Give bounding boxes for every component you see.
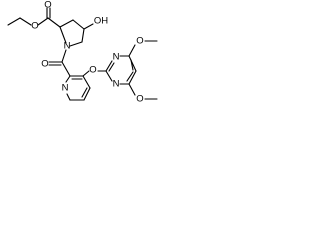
atom-pyrimidine-n1: N (113, 52, 120, 63)
bond-pm-c5-c4 (128, 70, 137, 85)
bond-n-amide-c (61, 49, 67, 63)
bond-c4-oh (83, 23, 94, 30)
bond-ring-c4-c5 (81, 28, 85, 43)
atom-methoxy-o-bottom: O (136, 94, 143, 105)
chemical-structure-diagram: O O OH N O O N N N O O (7, 0, 158, 105)
bond-pm-inner-1 (108, 62, 115, 72)
bond-pm-to-methoxy-top (128, 44, 136, 57)
bond-py-inner-2 (81, 87, 88, 98)
bond-py-n-c2 (65, 75, 71, 83)
bond-py-c4-c5 (83, 87, 91, 101)
bond-ethyl-2 (19, 17, 32, 26)
bond-ring-c2-c3 (59, 19, 74, 28)
atom-pyridine-n: N (62, 83, 69, 94)
atom-methoxy-o-top: O (136, 36, 143, 47)
bond-pm-c2-n1 (105, 60, 113, 72)
atom-pyrrolidine-n: N (64, 41, 71, 52)
bond-py-to-ether-o (82, 70, 90, 77)
bond-ring-c5-n (69, 41, 83, 47)
bond-amide-to-pyridine (61, 61, 71, 77)
bond-ester-to-ring (47, 17, 61, 28)
bond-pm-c6-c5 (128, 55, 137, 72)
atom-labels: O O OH N O O N N N O O (31, 0, 143, 105)
atom-amide-o: O (41, 59, 48, 70)
bond-py-c6-n (66, 93, 71, 101)
atom-pyrimidine-n2: N (113, 79, 120, 90)
atom-hydroxyl: OH (94, 16, 108, 27)
atom-ester-carbonyl-o: O (44, 0, 51, 11)
bond-ester-o-c (37, 17, 49, 26)
bond-py-c3-c4 (82, 75, 91, 89)
atom-ether-o: O (89, 65, 96, 76)
bond-pm-inner-3 (126, 71, 134, 82)
bond-pm-n3-c2 (105, 70, 113, 82)
bonds (7, 7, 158, 101)
bond-pm-to-methoxy-bottom (128, 83, 136, 96)
bond-ethyl-1 (7, 17, 21, 26)
atom-ester-o: O (31, 21, 38, 32)
bond-ring-n-c2 (59, 26, 67, 44)
bond-ring-c3-c4 (72, 19, 85, 30)
bond-pm-inner-2 (130, 59, 134, 71)
